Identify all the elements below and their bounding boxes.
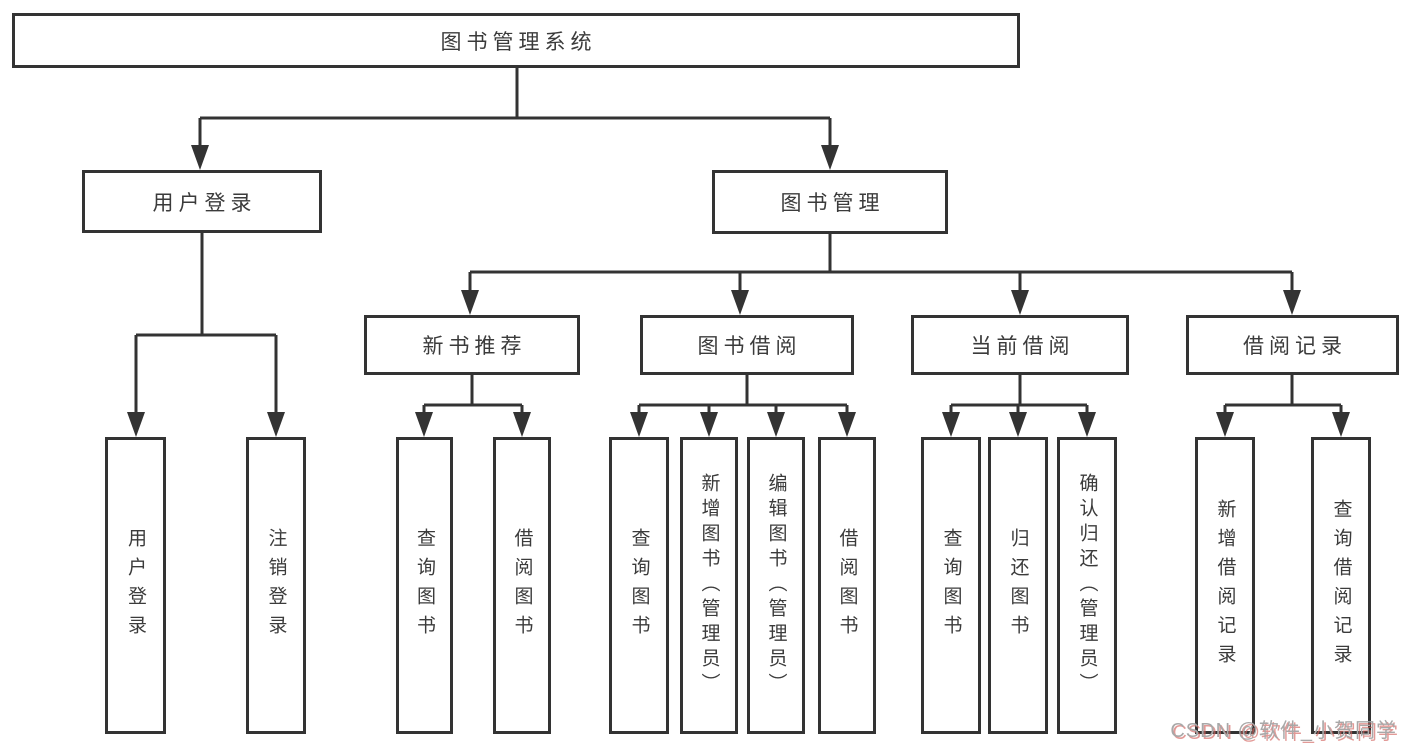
node-label: 查询借阅记录 (1330, 498, 1352, 673)
node-add-borrow-record: 新增借阅记录 (1195, 437, 1255, 734)
node-query-borrow-record: 查询借阅记录 (1311, 437, 1371, 734)
node-add-books-admin: 新增图书（管理员） (680, 437, 738, 734)
node-label: 查询图书 (414, 527, 435, 644)
node-label: 注销登录 (265, 527, 287, 644)
node-confirm-return-admin: 确认归还（管理员） (1057, 437, 1117, 734)
node-new-book-recommendation: 新书推荐 (364, 315, 580, 375)
node-label: 当前借阅 (970, 335, 1075, 358)
node-label: 图书借阅 (697, 335, 802, 358)
node-borrowing-records: 借阅记录 (1186, 315, 1399, 375)
node-return-books: 归还图书 (988, 437, 1048, 734)
node-label: 图书管理 (780, 192, 885, 215)
node-label: 归还图书 (1007, 527, 1029, 644)
node-borrow-books-recommend: 借阅图书 (493, 437, 551, 734)
node-label: 图书管理系统 (440, 30, 597, 54)
node-label: 查询图书 (940, 527, 962, 644)
node-book-management: 图书管理 (712, 170, 948, 234)
node-user-login: 用户登录 (82, 170, 322, 233)
node-label: 确认归还（管理员） (1076, 473, 1098, 698)
node-label: 借阅记录 (1243, 335, 1347, 358)
node-label: 新增图书（管理员） (698, 473, 720, 698)
node-book-borrowing: 图书借阅 (640, 315, 854, 375)
node-label: 借阅图书 (511, 527, 533, 644)
node-label: 用户登录 (125, 527, 146, 644)
node-borrow-books-borrowing: 借阅图书 (818, 437, 876, 734)
node-current-borrowing: 当前借阅 (911, 315, 1129, 375)
node-label: 借阅图书 (836, 527, 858, 644)
node-query-books-borrowing: 查询图书 (609, 437, 669, 734)
node-query-books-current: 查询图书 (921, 437, 981, 734)
node-user-login-leaf: 用户登录 (105, 437, 166, 734)
node-label: 编辑图书（管理员） (765, 473, 787, 698)
node-label: 查询图书 (628, 527, 650, 644)
csdn-watermark: CSDN @软件_小贺同学 (1170, 720, 1397, 742)
node-label: 新书推荐 (422, 335, 527, 358)
node-query-books-recommend: 查询图书 (396, 437, 453, 734)
node-library-management-system: 图书管理系统 (12, 13, 1020, 68)
node-logout: 注销登录 (246, 437, 306, 734)
node-label: 用户登录 (152, 191, 257, 215)
node-edit-books-admin: 编辑图书（管理员） (747, 437, 805, 734)
node-label: 新增借阅记录 (1214, 498, 1236, 673)
